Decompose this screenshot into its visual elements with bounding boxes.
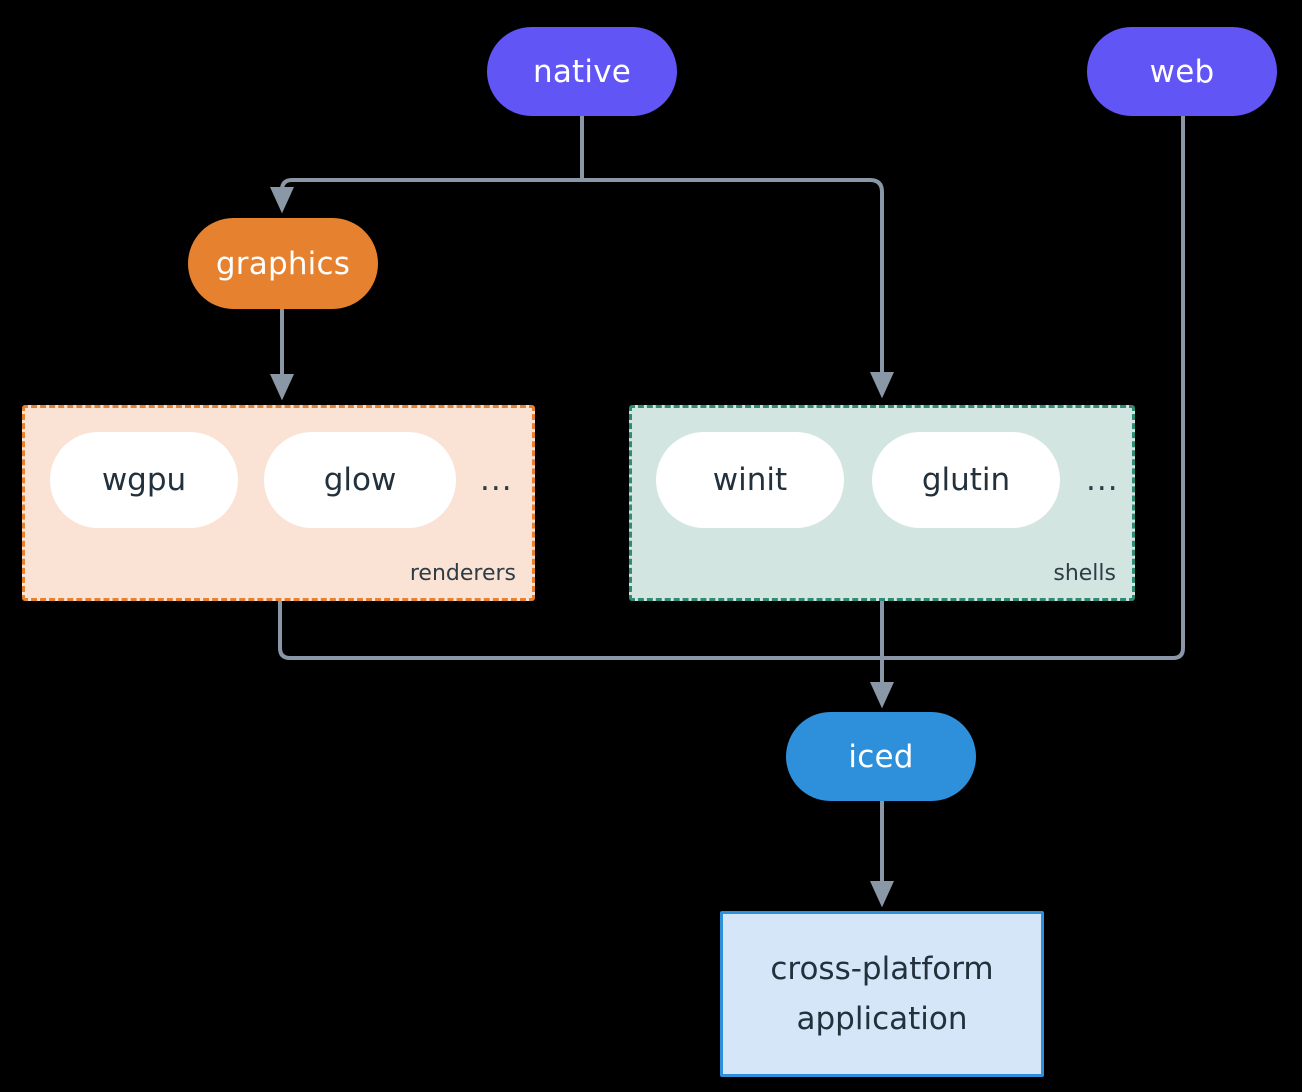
node-wgpu-label: wgpu bbox=[101, 462, 187, 498]
edge-native-to-shells bbox=[580, 178, 894, 399]
node-native[interactable]: native bbox=[487, 27, 677, 116]
node-wgpu[interactable]: wgpu bbox=[50, 432, 238, 528]
node-glutin[interactable]: glutin bbox=[872, 432, 1060, 528]
group-shells-label: shells bbox=[1053, 561, 1116, 586]
node-graphics[interactable]: graphics bbox=[188, 218, 378, 309]
node-iced-label: iced bbox=[848, 738, 914, 775]
shells-overflow-ellipsis: ... bbox=[1086, 462, 1119, 498]
node-native-label: native bbox=[532, 53, 632, 90]
node-web-label: web bbox=[1149, 53, 1215, 90]
application-label-line1: cross-platform bbox=[770, 950, 994, 987]
group-renderers-label: renderers bbox=[409, 561, 516, 586]
node-web[interactable]: web bbox=[1087, 27, 1277, 116]
node-glow-label: glow bbox=[323, 462, 397, 498]
application-label-line2: application bbox=[796, 1001, 968, 1037]
renderers-overflow-ellipsis: ... bbox=[480, 462, 513, 498]
edge-renderers-to-iced bbox=[278, 599, 884, 660]
node-cross-platform-application[interactable]: cross-platform application bbox=[720, 911, 1044, 1077]
node-glow[interactable]: glow bbox=[264, 432, 456, 528]
node-winit-label: winit bbox=[712, 462, 788, 498]
node-iced[interactable]: iced bbox=[786, 712, 976, 801]
node-glutin-label: glutin bbox=[921, 462, 1011, 498]
edge-native-to-graphics bbox=[269, 178, 584, 214]
node-graphics-label: graphics bbox=[215, 245, 351, 282]
node-winit[interactable]: winit bbox=[656, 432, 844, 528]
